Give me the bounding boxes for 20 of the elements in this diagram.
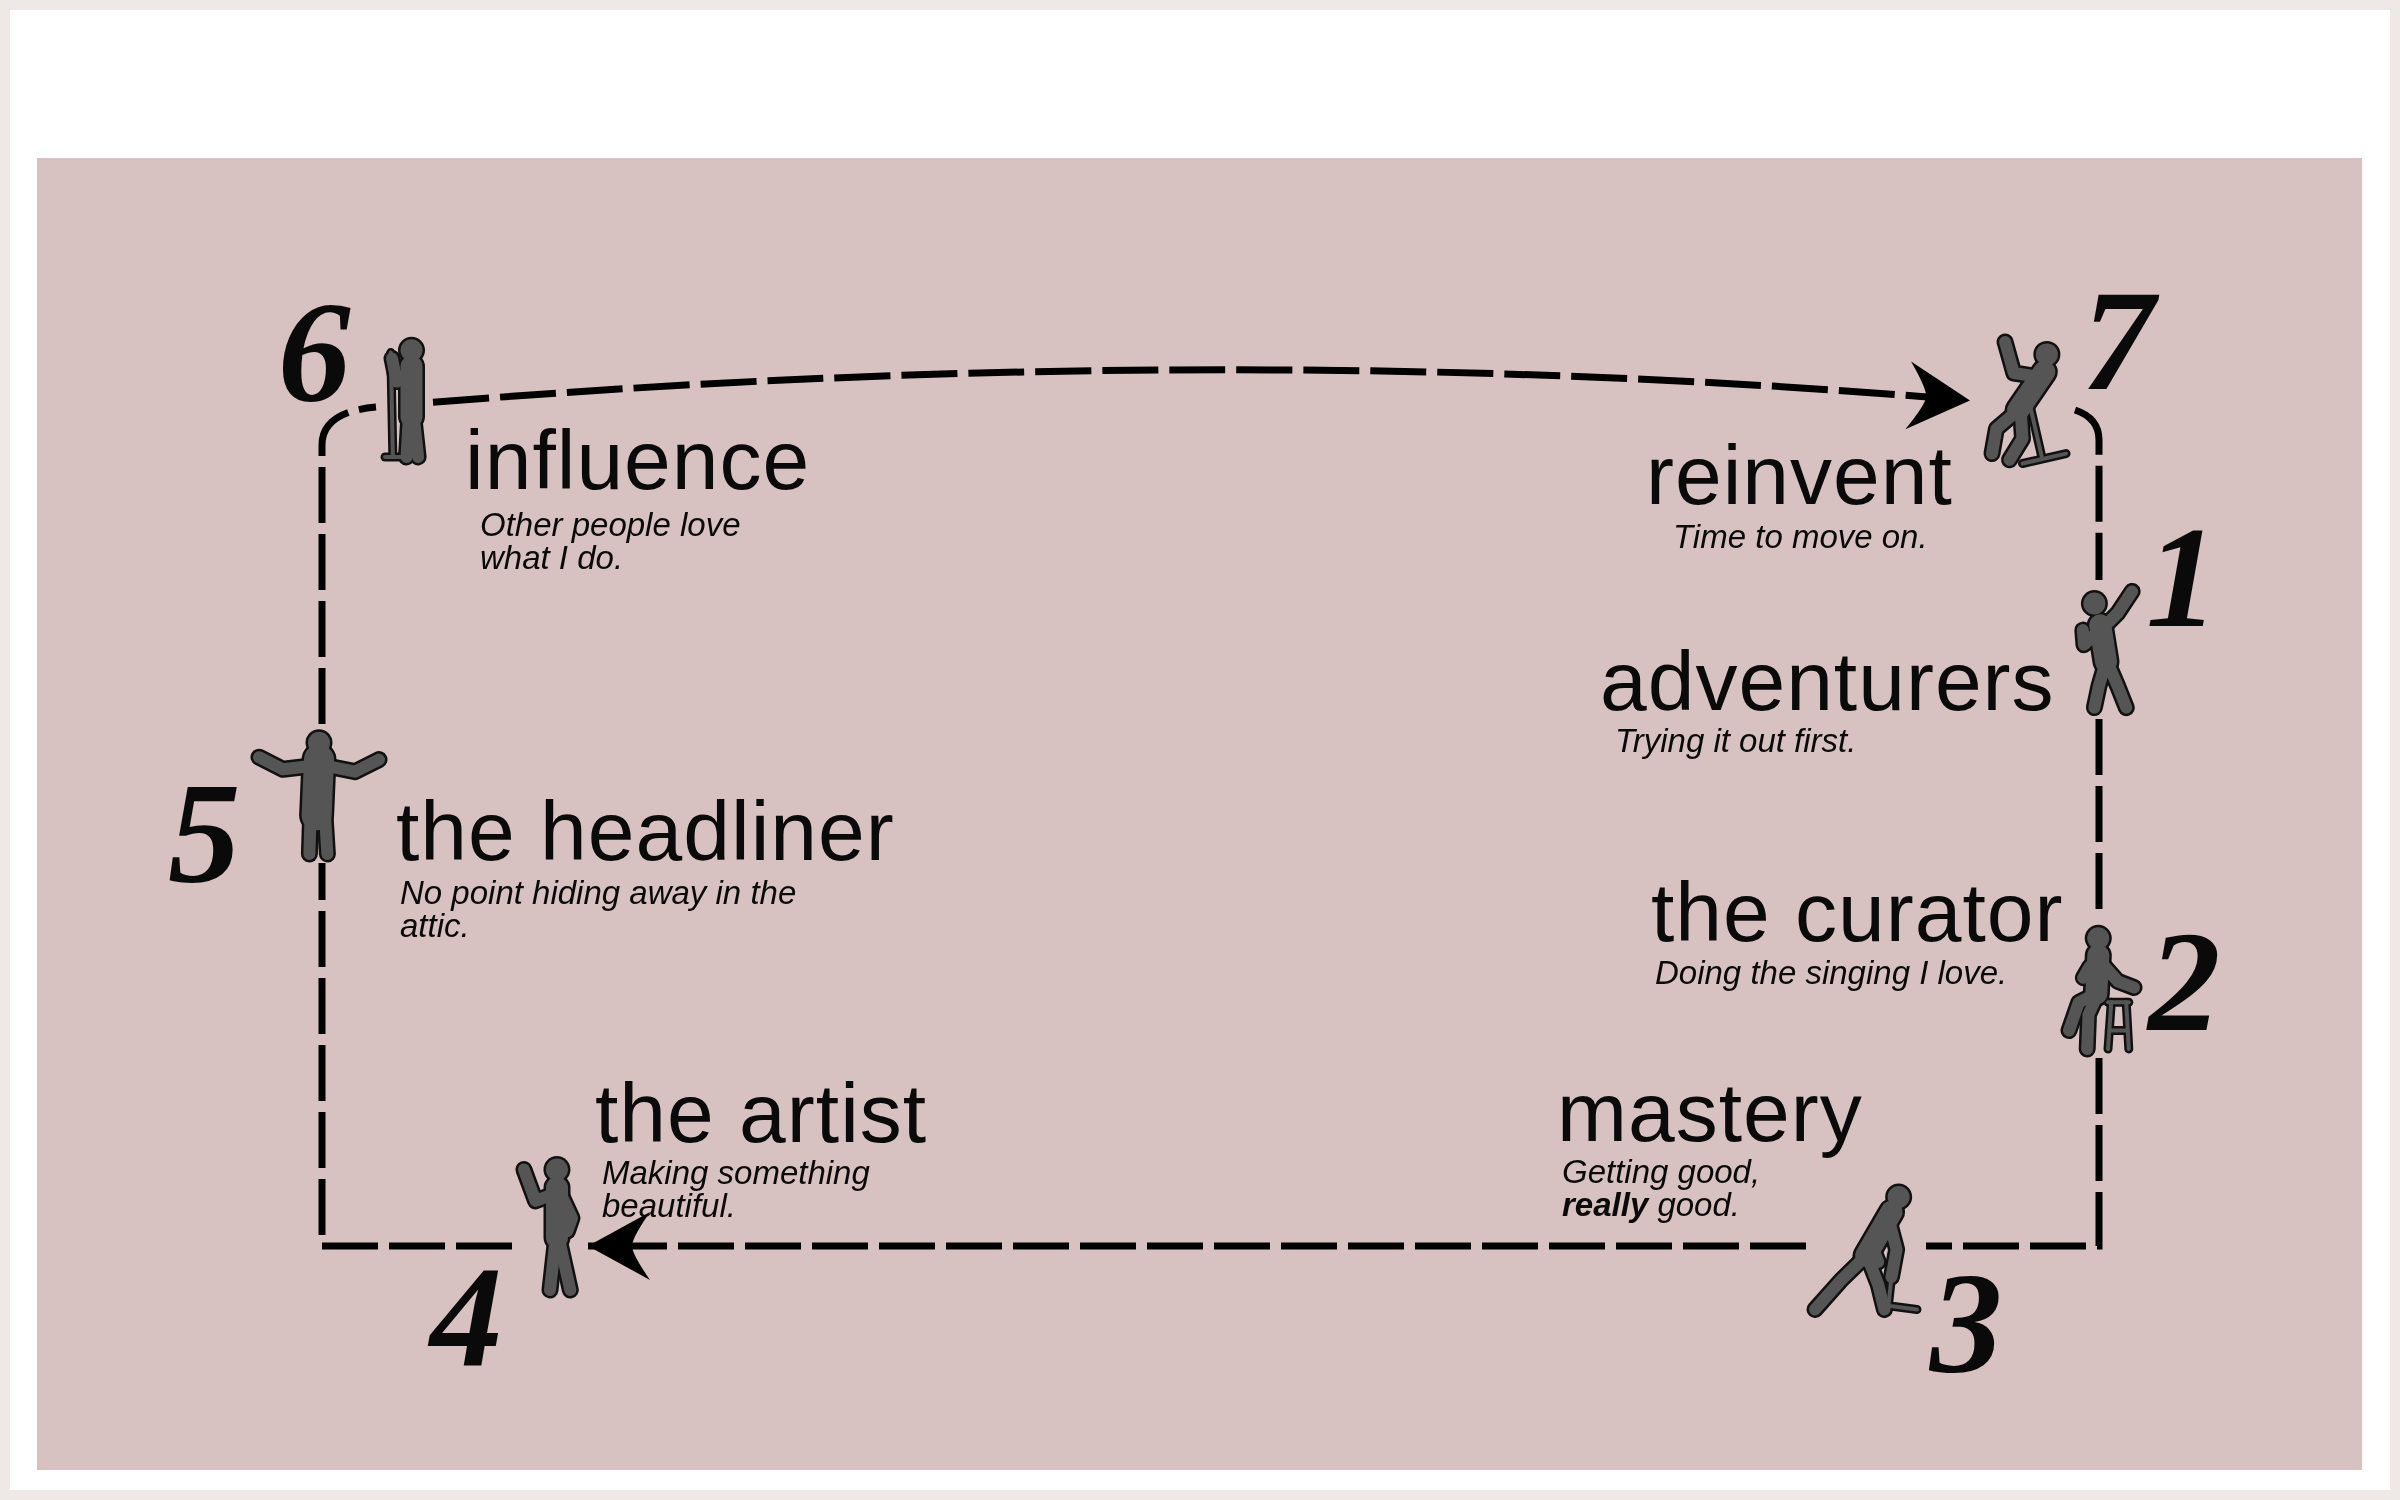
stage-title: reinvent [1646,433,1953,517]
step-number: 6 [277,292,352,409]
stage-title: the artist [595,1071,928,1155]
stage-description: Other people love what I do. [480,508,742,574]
step-number: 3 [1928,1263,2004,1380]
step-number: 7 [2080,280,2177,397]
stage-title: the headliner [396,789,895,873]
stage-description: Making something beautiful. [602,1156,871,1222]
step-number: 5 [167,773,242,890]
stage-description: No point hiding away in the attic. [400,876,798,942]
step-number: 2 [2146,921,2222,1038]
step-number: 1 [2145,517,2220,634]
stage-title: adventurers [1600,639,2055,723]
stage-description: Getting good, really good. [1562,1155,1761,1221]
stage-description: Time to move on. [1673,520,1929,553]
step-number: 4 [428,1256,525,1373]
stage-title: the curator [1651,870,2064,954]
stage-description: Doing the singing I love. [1655,956,2009,989]
stage-description: Trying it out first. [1615,724,1858,757]
stage-title: influence [465,418,811,502]
